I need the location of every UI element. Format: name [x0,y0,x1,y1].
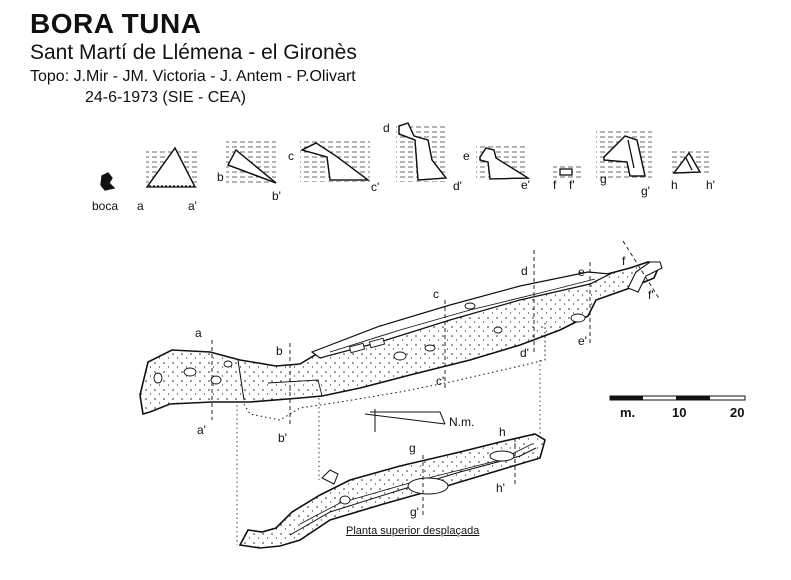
plan-label-d: d [521,264,528,278]
label-section-f: f [553,178,557,192]
label-section-d-prime: d' [453,179,462,193]
label-section-a: a [137,199,144,213]
survey-authors: Topo: J.Mir - JM. Victoria - J. Antem - … [30,68,356,85]
survey-title: BORA TUNA [30,8,202,39]
plan-label-e-prime: e' [578,334,587,348]
survey-location: Sant Martí de Llémena - el Gironès [30,41,357,64]
section-e [476,143,531,181]
boulders [153,302,586,385]
section-boca [100,172,116,191]
plan-label-d-prime: d' [520,346,529,360]
scale-end: 20 [730,405,745,420]
plan-label-g-prime: g' [410,505,419,519]
section-d [396,122,448,182]
label-section-g: g [600,172,607,186]
section-b [226,140,277,185]
label-section-c-prime: c' [371,180,380,194]
upper-plan-caption: Planta superior desplaçada [346,525,480,537]
label-section-f-prime: f' [569,178,575,192]
scale-unit: m. [620,405,636,420]
plan-label-g: g [409,441,416,455]
north-arrow-icon [364,409,446,432]
upper-plan [238,433,546,549]
label-section-c: c [288,149,294,163]
section-cut-lines [211,240,661,425]
section-a [145,146,198,188]
label-section-a-prime: a' [188,199,197,213]
plan-label-f-prime: f' [648,288,654,302]
cross-sections [100,122,710,191]
plan-label-b-prime: b' [278,431,287,445]
section-f [553,163,581,179]
north-label: N.m. [449,415,475,429]
label-section-h: h [671,178,678,192]
section-g [596,130,652,178]
section-h [672,148,710,176]
label-section-g-prime: g' [641,184,650,198]
plan-label-f: f [622,254,626,268]
plan-label-c: c [433,287,439,301]
plan-label-a: a [195,326,202,340]
label-section-b-prime: b' [272,189,281,203]
label-boca: boca [92,199,119,213]
label-section-b: b [217,170,224,184]
plan-label-e: e [578,265,585,279]
main-plan [139,240,663,545]
plan-label-b: b [276,344,283,358]
plan-label-c-prime: c' [436,374,445,388]
plan-label-h: h [499,425,506,439]
section-c [300,138,370,182]
label-section-e: e [463,149,470,163]
plan-label-h-prime: h' [496,481,505,495]
plan-label-a-prime: a' [197,423,206,437]
label-section-d: d [383,121,390,135]
label-section-h-prime: h' [706,178,715,192]
survey-date: 24-6-1973 (SIE - CEA) [85,89,246,106]
label-section-e-prime: e' [521,178,530,192]
scale-mid: 10 [672,405,687,420]
scale-bar [609,395,746,401]
